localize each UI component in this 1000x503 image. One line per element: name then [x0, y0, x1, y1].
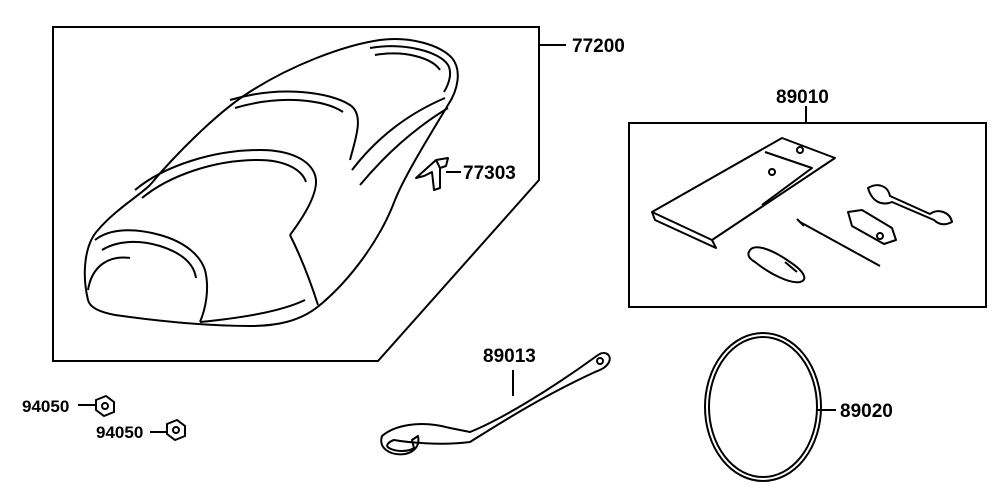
toolkit-panel — [628, 122, 987, 308]
toolkit-drawing — [651, 137, 953, 284]
part-number-hook: 77303 — [463, 163, 516, 184]
seat-panel — [52, 26, 540, 362]
nut-2-drawing — [166, 418, 186, 442]
part-number-tool-kit: 89010 — [776, 87, 829, 108]
spanner-drawing — [380, 352, 611, 456]
seat-drawing — [83, 38, 459, 327]
part-number-seat: 77200 — [572, 36, 625, 57]
hook-drawing — [415, 157, 449, 191]
leader-lines — [78, 44, 836, 433]
part-number-spanner: 89013 — [483, 346, 536, 367]
nut-1-drawing — [95, 394, 115, 418]
part-number-nut-1: 94050 — [22, 397, 69, 416]
part-number-seal-ring: 89020 — [840, 401, 893, 422]
seal-ring-drawing — [704, 332, 822, 482]
part-number-nut-2: 94050 — [96, 423, 143, 442]
